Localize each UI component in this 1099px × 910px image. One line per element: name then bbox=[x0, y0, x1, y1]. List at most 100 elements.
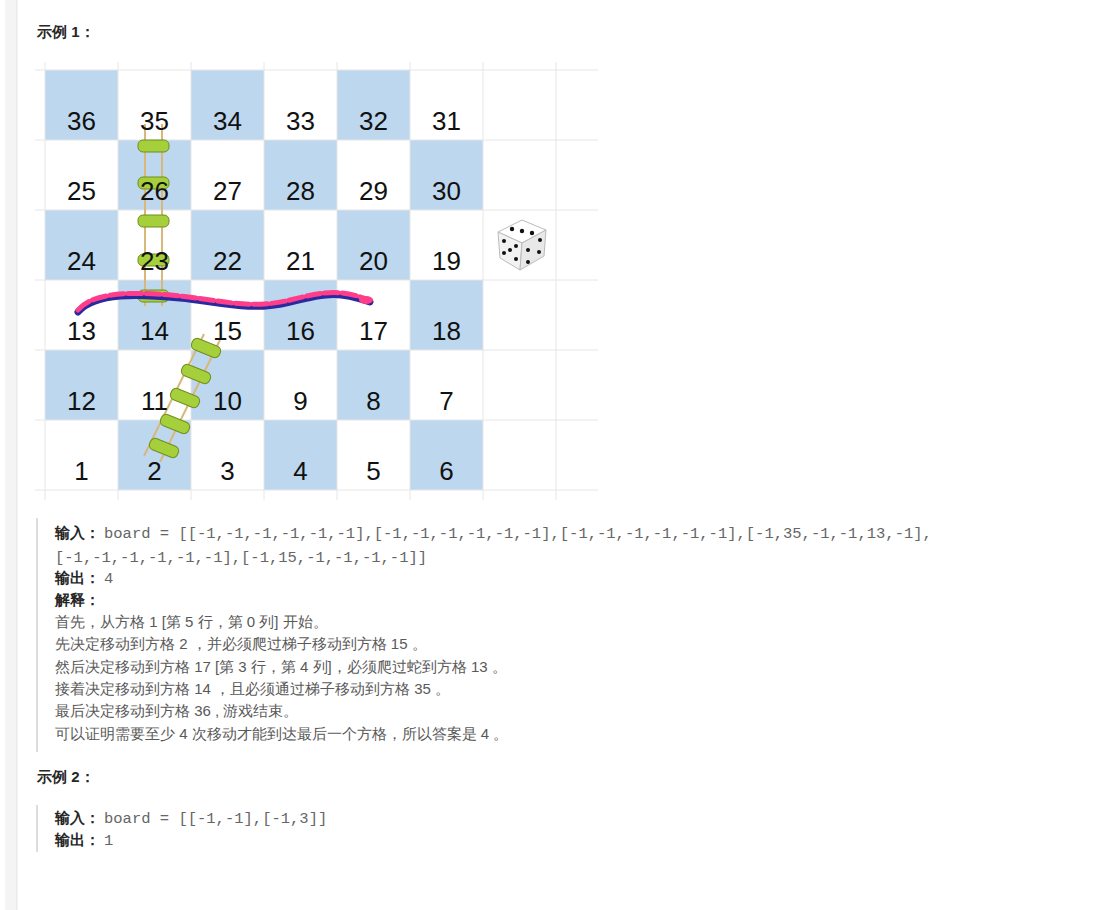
text-line: 然后决定移动到方格 17 [第 3 行，第 4 列]，必须爬过蛇到方格 13 。 bbox=[55, 656, 855, 679]
cell-number: 21 bbox=[286, 246, 315, 276]
cell-number: 12 bbox=[67, 386, 96, 416]
cell-number: 25 bbox=[67, 176, 96, 206]
board-cell: 8 bbox=[337, 350, 410, 420]
cell-number: 2 bbox=[147, 456, 161, 486]
cell-number: 10 bbox=[213, 386, 242, 416]
quote-bar bbox=[36, 518, 38, 752]
cell-number: 19 bbox=[432, 246, 461, 276]
cell-number: 17 bbox=[359, 316, 388, 346]
board-cell: 30 bbox=[410, 140, 483, 210]
board-cell: 33 bbox=[264, 70, 337, 140]
cell-number: 26 bbox=[140, 176, 169, 206]
text-line: 接着决定移动到方格 14 ，且必须通过梯子移动到方格 35 。 bbox=[55, 678, 855, 701]
text-line: 先决定移动到方格 2 ，并必须爬过梯子移动到方格 15 。 bbox=[55, 633, 855, 656]
board-cell: 32 bbox=[337, 70, 410, 140]
cell-number: 22 bbox=[213, 246, 242, 276]
cell-number: 27 bbox=[213, 176, 242, 206]
board-cell: 6 bbox=[410, 420, 483, 490]
cell-number: 1 bbox=[74, 456, 88, 486]
board-cell: 36 bbox=[45, 70, 118, 140]
text-line: 输入：board = [[-1,-1],[-1,3]] bbox=[55, 807, 655, 831]
text-line: 示例 1： bbox=[37, 21, 337, 44]
board-cell: 19 bbox=[410, 210, 483, 280]
dice bbox=[498, 220, 546, 270]
board-cell: 20 bbox=[337, 210, 410, 280]
board-cell: 35 bbox=[118, 70, 191, 140]
board-cell: 5 bbox=[337, 420, 410, 490]
cell-number: 3 bbox=[220, 456, 234, 486]
board-cell: 7 bbox=[410, 350, 483, 420]
input-value: board = [[-1,-1],[-1,3]] bbox=[104, 810, 327, 828]
text-line: 输出：1 bbox=[55, 829, 655, 853]
board-cell: 28 bbox=[264, 140, 337, 210]
cell-number: 33 bbox=[286, 106, 315, 136]
side-strip bbox=[5, 0, 17, 910]
cell-number: 29 bbox=[359, 176, 388, 206]
cell-number: 34 bbox=[213, 106, 242, 136]
output-value: 1 bbox=[104, 832, 113, 850]
text-line: 可以证明需要至少 4 次移动才能到达最后一个方格，所以答案是 4 。 bbox=[55, 723, 855, 746]
input-value: board = [[-1,-1,-1,-1,-1,-1],[-1,-1,-1,-… bbox=[55, 525, 932, 567]
explanation-line: 然后决定移动到方格 17 [第 3 行，第 4 列]，必须爬过蛇到方格 13 。 bbox=[55, 658, 507, 675]
cell-number: 20 bbox=[359, 246, 388, 276]
cell-number: 9 bbox=[293, 386, 307, 416]
board-cell: 13 bbox=[45, 280, 118, 350]
text-line: 输出：4 bbox=[55, 567, 655, 591]
board-cell: 11 bbox=[118, 350, 191, 420]
explanation-line: 先决定移动到方格 2 ，并必须爬过梯子移动到方格 15 。 bbox=[55, 635, 427, 652]
explanation-line: 最后决定移动到方格 36 , 游戏结束。 bbox=[55, 702, 298, 719]
cell-number: 23 bbox=[140, 246, 169, 276]
field-name: 输出： bbox=[55, 831, 100, 848]
cell-number: 6 bbox=[439, 456, 453, 486]
text-line: 示例 2： bbox=[37, 766, 337, 789]
field-name: 输入： bbox=[55, 809, 100, 826]
cell-number: 8 bbox=[366, 386, 380, 416]
field-name: 解释： bbox=[55, 591, 100, 608]
cell-number: 7 bbox=[439, 386, 453, 416]
board-cell: 22 bbox=[191, 210, 264, 280]
cell-number: 18 bbox=[432, 316, 461, 346]
cell-number: 36 bbox=[67, 106, 96, 136]
board-cell: 24 bbox=[45, 210, 118, 280]
ladder-long bbox=[138, 124, 169, 306]
cell-number: 4 bbox=[293, 456, 307, 486]
text-line: 首先，从方格 1 [第 5 行，第 0 列] 开始。 bbox=[55, 611, 855, 634]
cell-number: 11 bbox=[141, 386, 168, 416]
board-cell: 34 bbox=[191, 70, 264, 140]
cell-number: 35 bbox=[140, 106, 169, 136]
board-cell: 31 bbox=[410, 70, 483, 140]
cell-number: 16 bbox=[286, 316, 315, 346]
field-name: 输出： bbox=[55, 569, 100, 586]
board-cell: 17 bbox=[337, 280, 410, 350]
board-cell: 27 bbox=[191, 140, 264, 210]
grid-lines bbox=[35, 62, 598, 500]
output-value: 4 bbox=[104, 570, 113, 588]
board-cell: 29 bbox=[337, 140, 410, 210]
explanation-line: 可以证明需要至少 4 次移动才能到达最后一个方格，所以答案是 4 。 bbox=[55, 725, 508, 742]
example-heading: 示例 1： bbox=[37, 23, 95, 40]
quote-bar bbox=[36, 805, 38, 852]
cell-number: 13 bbox=[67, 316, 96, 346]
cell-number: 15 bbox=[213, 316, 242, 346]
board-cell: 1 bbox=[45, 420, 118, 490]
board-cell: 12 bbox=[45, 350, 118, 420]
board-cell: 25 bbox=[45, 140, 118, 210]
text-line: 解释： bbox=[55, 589, 655, 612]
cell-number: 32 bbox=[359, 106, 388, 136]
cell-number: 28 bbox=[286, 176, 315, 206]
field-name: 输入： bbox=[55, 524, 100, 541]
board-cell: 18 bbox=[410, 280, 483, 350]
text-line: 最后决定移动到方格 36 , 游戏结束。 bbox=[55, 700, 855, 723]
side-border bbox=[17, 0, 18, 910]
text-line: 输入：board = [[-1,-1,-1,-1,-1,-1],[-1,-1,-… bbox=[55, 522, 960, 569]
cell-number: 5 bbox=[366, 456, 380, 486]
board-cell: 4 bbox=[264, 420, 337, 490]
board-cell: 3 bbox=[191, 420, 264, 490]
example-heading: 示例 2： bbox=[37, 768, 95, 785]
cell-number: 31 bbox=[432, 106, 461, 136]
cell-number: 24 bbox=[67, 246, 96, 276]
cell-number: 14 bbox=[140, 316, 169, 346]
board-cell: 21 bbox=[264, 210, 337, 280]
cell-number: 30 bbox=[432, 176, 461, 206]
